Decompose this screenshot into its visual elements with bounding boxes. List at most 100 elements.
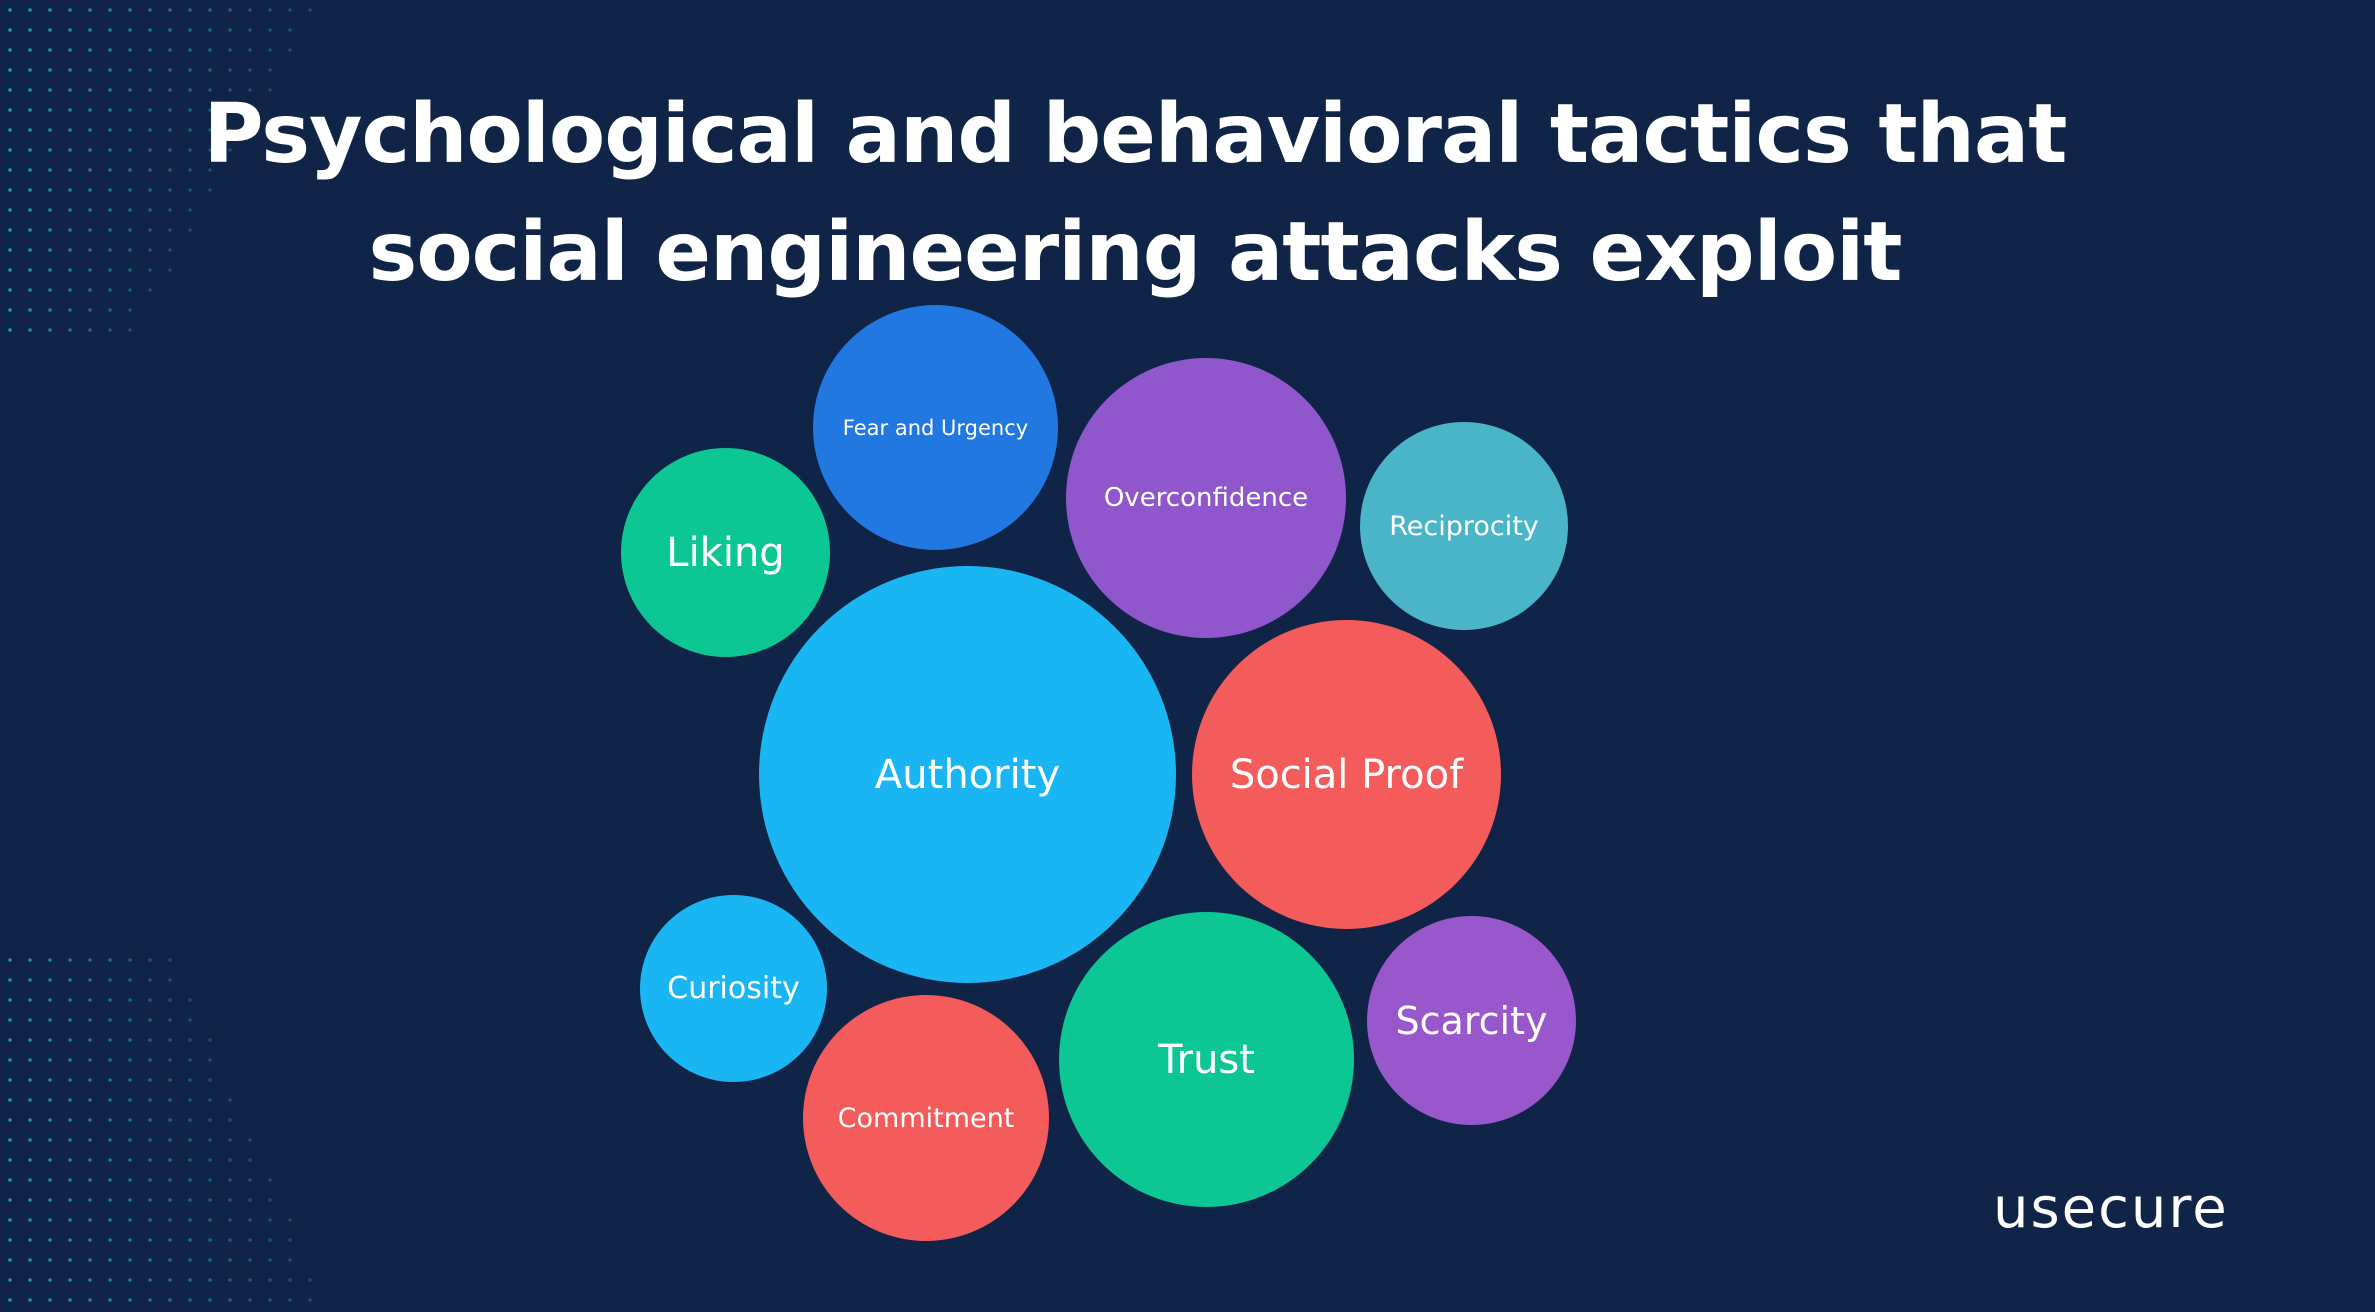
decorative-dot — [208, 1038, 212, 1042]
decorative-dot — [128, 1138, 132, 1142]
decorative-dot — [268, 1198, 272, 1202]
decorative-dot — [88, 1238, 92, 1242]
decorative-dot — [148, 1158, 152, 1162]
decorative-dot — [68, 1058, 72, 1062]
decorative-dot — [168, 68, 172, 72]
decorative-dot — [208, 1278, 212, 1282]
decorative-dot — [108, 1018, 112, 1022]
decorative-dot — [48, 188, 52, 192]
decorative-dot — [8, 1058, 12, 1062]
decorative-dot — [148, 1118, 152, 1122]
title-line-1: Psychological and behavioral tactics tha… — [203, 87, 2068, 182]
decorative-dot — [168, 28, 172, 32]
decorative-dot — [228, 1278, 232, 1282]
decorative-dot — [108, 1038, 112, 1042]
decorative-dot — [88, 1038, 92, 1042]
dot-pattern-bottom-left — [8, 958, 312, 1302]
decorative-dot — [108, 68, 112, 72]
decorative-dot — [308, 1298, 312, 1302]
decorative-dot — [148, 188, 152, 192]
bubble-label: Liking — [666, 529, 785, 576]
decorative-dot — [168, 1098, 172, 1102]
bubble-authority: Authority — [759, 566, 1176, 983]
decorative-dot — [208, 128, 212, 132]
decorative-dot — [248, 8, 252, 12]
decorative-dot — [228, 148, 232, 152]
decorative-dot — [108, 958, 112, 962]
decorative-dot — [208, 8, 212, 12]
decorative-dot — [108, 1178, 112, 1182]
decorative-dot — [8, 1098, 12, 1102]
decorative-dot — [288, 1278, 292, 1282]
decorative-dot — [128, 1298, 132, 1302]
decorative-dot — [268, 88, 272, 92]
decorative-dot — [68, 268, 72, 272]
dot-pattern-top-left — [8, 8, 312, 332]
decorative-dot — [228, 1238, 232, 1242]
decorative-dot — [108, 1078, 112, 1082]
decorative-dot — [68, 1258, 72, 1262]
decorative-dot — [8, 1238, 12, 1242]
decorative-dot — [288, 1298, 292, 1302]
decorative-dot — [148, 1018, 152, 1022]
decorative-dot — [128, 1078, 132, 1082]
decorative-dot — [148, 1278, 152, 1282]
decorative-dot — [28, 128, 32, 132]
decorative-dot — [148, 68, 152, 72]
decorative-dot — [128, 1118, 132, 1122]
decorative-dot — [168, 1038, 172, 1042]
decorative-dot — [128, 148, 132, 152]
decorative-dot — [148, 288, 152, 292]
decorative-dot — [28, 1018, 32, 1022]
decorative-dot — [168, 1078, 172, 1082]
decorative-dot — [48, 88, 52, 92]
decorative-dot — [88, 1258, 92, 1262]
decorative-dot — [88, 328, 92, 332]
decorative-dot — [48, 1018, 52, 1022]
decorative-dot — [108, 1058, 112, 1062]
decorative-dot — [208, 68, 212, 72]
decorative-dot — [188, 28, 192, 32]
decorative-dot — [128, 68, 132, 72]
decorative-dot — [268, 1298, 272, 1302]
decorative-dot — [128, 1278, 132, 1282]
decorative-dot — [68, 998, 72, 1002]
decorative-dot — [68, 248, 72, 252]
decorative-dot — [28, 288, 32, 292]
decorative-dot — [68, 228, 72, 232]
decorative-dot — [148, 1238, 152, 1242]
decorative-dot — [88, 308, 92, 312]
decorative-dot — [208, 1218, 212, 1222]
decorative-dot — [248, 1258, 252, 1262]
decorative-dot — [108, 328, 112, 332]
decorative-dot — [28, 1158, 32, 1162]
decorative-dot — [248, 28, 252, 32]
decorative-dot — [248, 1138, 252, 1142]
decorative-dot — [48, 1218, 52, 1222]
decorative-dot — [148, 998, 152, 1002]
decorative-dot — [228, 1118, 232, 1122]
decorative-dot — [8, 48, 12, 52]
decorative-dot — [68, 1038, 72, 1042]
decorative-dot — [68, 1158, 72, 1162]
decorative-dot — [88, 68, 92, 72]
decorative-dot — [168, 1238, 172, 1242]
decorative-dot — [28, 148, 32, 152]
decorative-dot — [48, 978, 52, 982]
decorative-dot — [128, 48, 132, 52]
decorative-dot — [28, 958, 32, 962]
decorative-dot — [188, 108, 192, 112]
decorative-dot — [128, 1058, 132, 1062]
decorative-dot — [108, 1238, 112, 1242]
decorative-dot — [268, 1258, 272, 1262]
decorative-dot — [168, 48, 172, 52]
decorative-dot — [68, 48, 72, 52]
decorative-dot — [168, 1278, 172, 1282]
usecure-logo: usecure — [1993, 1176, 2229, 1241]
decorative-dot — [228, 1178, 232, 1182]
decorative-dot — [188, 188, 192, 192]
decorative-dot — [108, 148, 112, 152]
decorative-dot — [108, 88, 112, 92]
decorative-dot — [68, 1278, 72, 1282]
decorative-dot — [148, 978, 152, 982]
